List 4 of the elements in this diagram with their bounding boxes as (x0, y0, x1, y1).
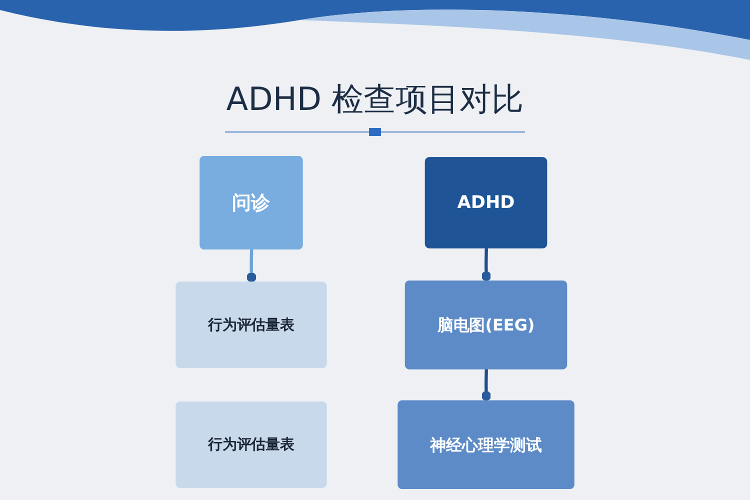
title: ADHD 检查项目对比 (226, 80, 524, 118)
connector (481, 369, 492, 402)
connector (481, 248, 492, 282)
connector (246, 249, 256, 283)
